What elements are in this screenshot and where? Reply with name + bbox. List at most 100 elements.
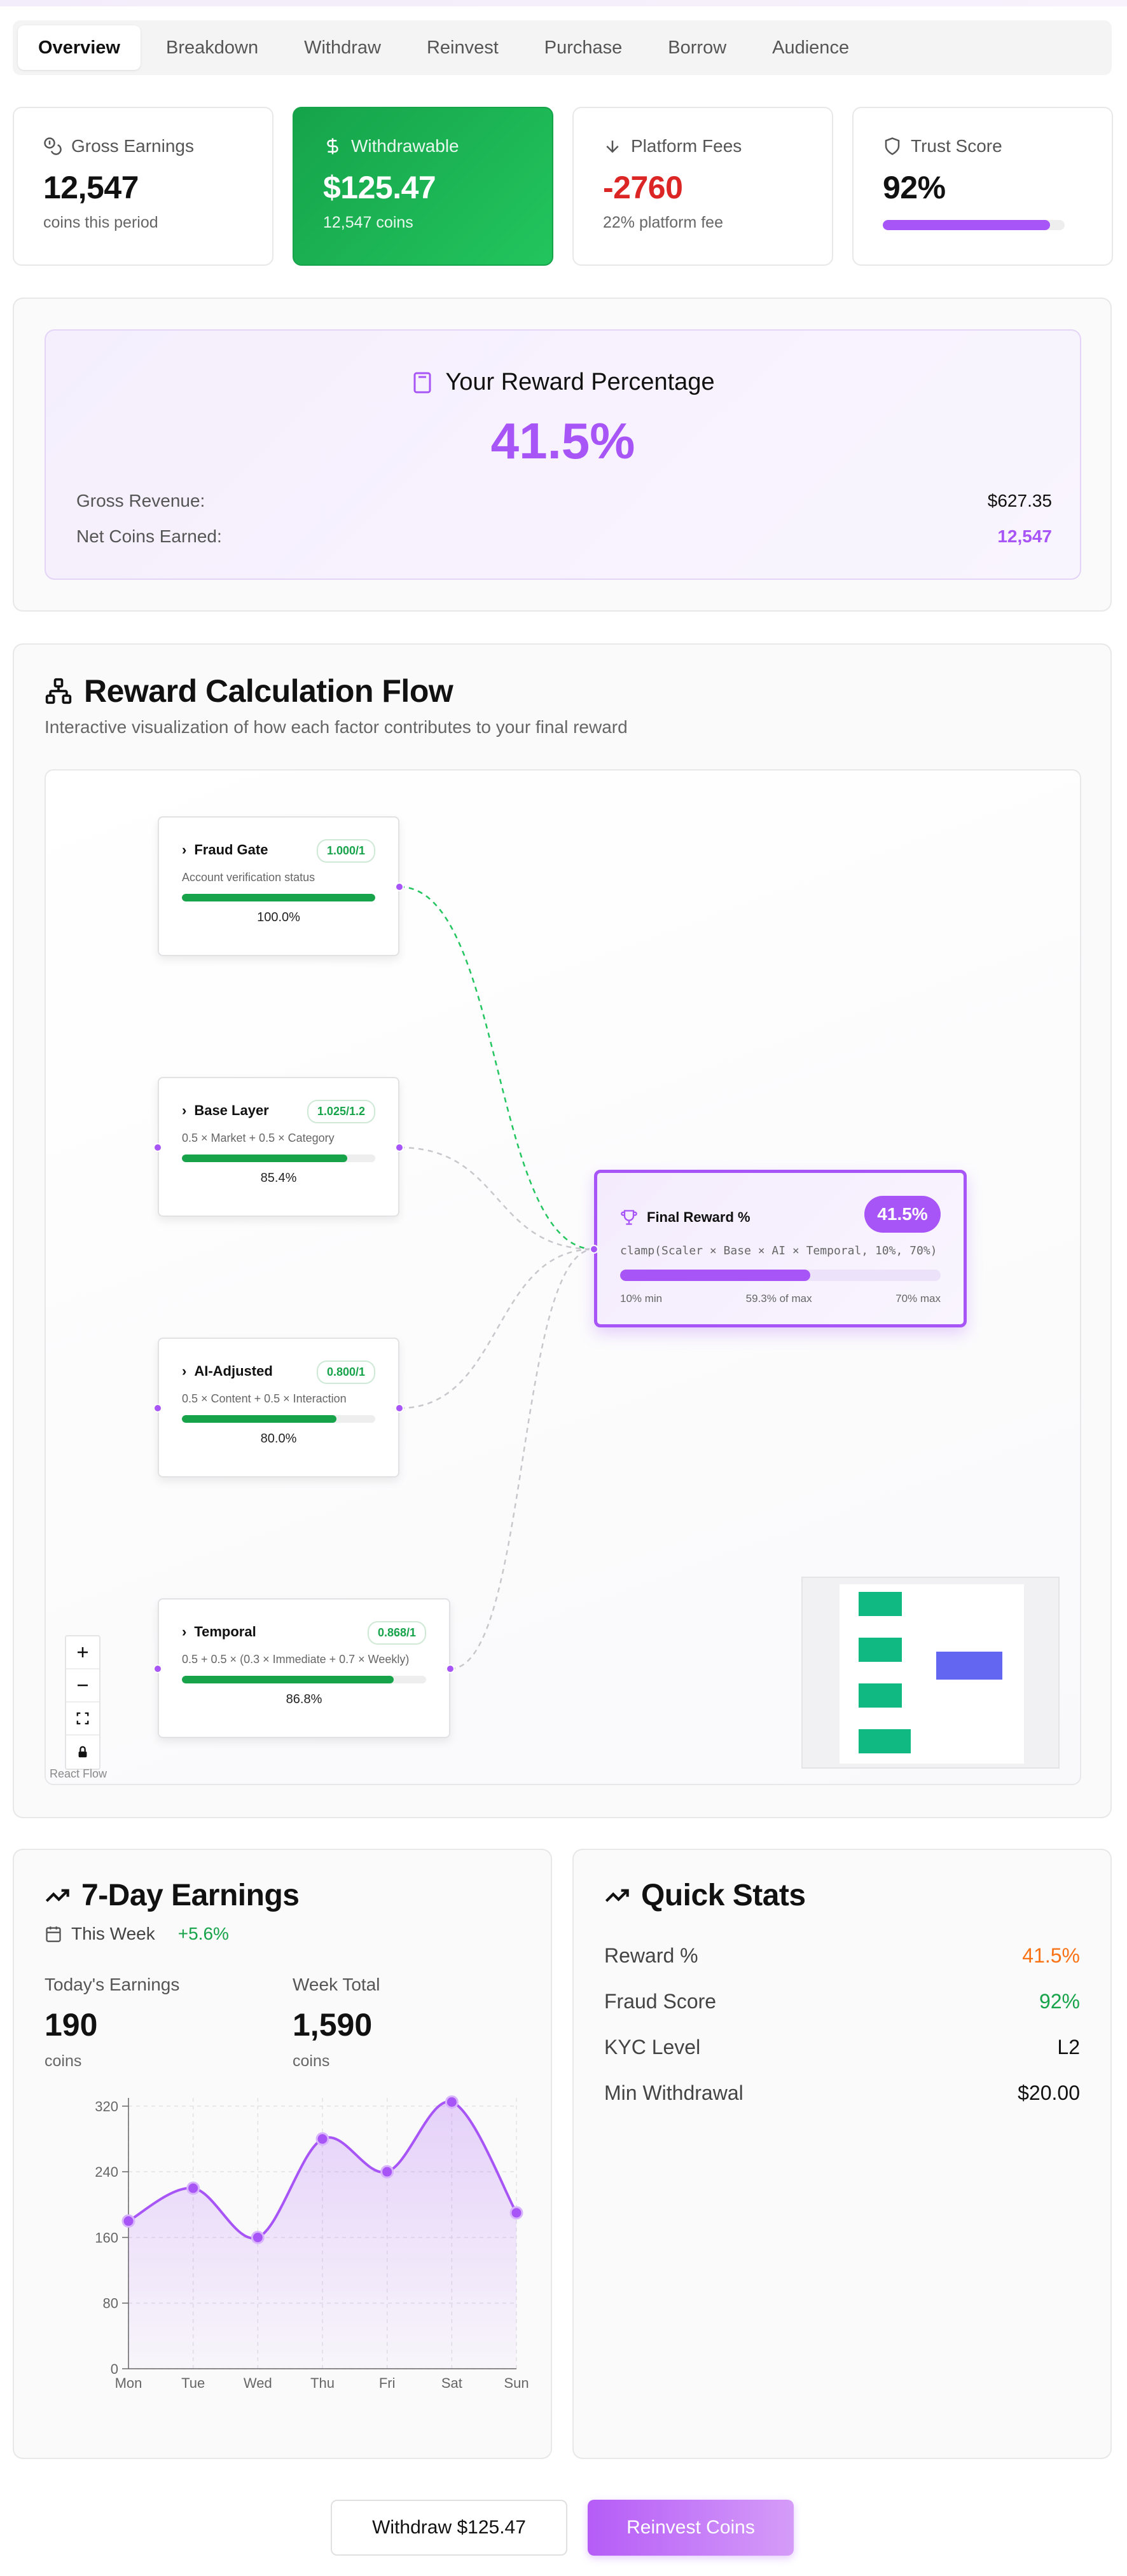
node-description: 0.5 × Market + 0.5 × Category xyxy=(182,1132,335,1144)
earnings-point xyxy=(121,2214,135,2228)
gross-revenue-label: Gross Revenue: xyxy=(76,491,205,510)
node-source-handle[interactable] xyxy=(446,1664,455,1673)
node-badge: 0.800/1 xyxy=(316,1360,375,1384)
shield-icon xyxy=(885,137,900,155)
quick-stat-value: 41.5% xyxy=(1022,1944,1080,1967)
flow-title: Reward Calculation Flow xyxy=(84,673,453,709)
minimap-node xyxy=(859,1592,902,1616)
node-final-reward[interactable]: Final Reward % 41.5% clamp(Scaler × Base… xyxy=(594,1170,967,1327)
y-tick-label: 160 xyxy=(95,2230,118,2245)
node-source-handle[interactable] xyxy=(395,1143,404,1152)
scale-min-label: 10% min xyxy=(620,1292,663,1305)
quick-stat-row: Reward % 41.5% xyxy=(604,1944,1080,1968)
calculator-icon xyxy=(413,372,431,393)
node-badge: 0.868/1 xyxy=(367,1621,426,1645)
fit-view-icon xyxy=(76,1712,89,1725)
today-earnings-value: 190 xyxy=(45,2007,98,2043)
earnings-point xyxy=(315,2132,329,2146)
withdraw-button[interactable]: Withdraw $125.47 xyxy=(331,2500,567,2556)
chevron-right-icon[interactable]: › xyxy=(182,842,187,858)
gross-earnings-label: Gross Earnings xyxy=(71,136,194,156)
earnings-title: 7-Day Earnings xyxy=(81,1879,300,1912)
tab-purchase[interactable]: Purchase xyxy=(544,37,623,58)
x-tick-label: Mon xyxy=(115,2375,142,2391)
period-label: This Week xyxy=(71,1924,155,1943)
platform-fees-label: Platform Fees xyxy=(631,136,742,156)
coins-icon xyxy=(44,137,62,155)
flow-subtitle: Interactive visualization of how each fa… xyxy=(45,717,628,737)
tab-audience[interactable]: Audience xyxy=(772,37,850,58)
quick-stat-row: Fraud Score 92% xyxy=(604,1990,1080,2013)
quick-stat-row: KYC Level L2 xyxy=(604,2036,1080,2059)
zoom-out-button[interactable] xyxy=(66,1669,99,1702)
node-progress-bar xyxy=(182,1415,375,1423)
earnings-point xyxy=(186,2181,200,2195)
chevron-right-icon[interactable]: › xyxy=(182,1102,187,1118)
node-target-handle[interactable] xyxy=(153,1664,162,1673)
node-progress-bar xyxy=(182,1676,426,1683)
trust-score-bar-fill xyxy=(883,220,1051,230)
node-title: Fraud Gate xyxy=(194,842,268,858)
quick-stat-value: L2 xyxy=(1057,2036,1080,2059)
node-ai-adjusted[interactable]: ›AI-Adjusted 0.800/1 0.5 × Content + 0.5… xyxy=(158,1338,399,1477)
arrow-down-icon xyxy=(606,140,619,153)
y-tick-label: 0 xyxy=(111,2361,118,2377)
node-target-handle[interactable] xyxy=(153,1143,162,1152)
trust-score-card: Trust Score 92% xyxy=(852,107,1113,266)
withdrawable-label: Withdrawable xyxy=(351,136,459,156)
node-source-handle[interactable] xyxy=(395,882,404,891)
node-source-handle[interactable] xyxy=(395,1404,404,1413)
quick-stat-value: $20.00 xyxy=(1018,2081,1080,2104)
flow-canvas[interactable]: ›Fraud Gate 1.000/1 Account verification… xyxy=(45,769,1081,1785)
node-target-handle[interactable] xyxy=(153,1404,162,1413)
node-description: Account verification status xyxy=(182,871,315,884)
gross-earnings-sub: coins this period xyxy=(43,214,158,231)
edge-fraud-gate xyxy=(399,886,595,1250)
chevron-right-icon[interactable]: › xyxy=(182,1624,187,1640)
earnings-area xyxy=(128,2101,516,2369)
react-flow-attribution[interactable]: React Flow xyxy=(50,1767,107,1780)
node-temporal[interactable]: ›Temporal 0.868/1 0.5 + 0.5 × (0.3 × Imm… xyxy=(158,1598,450,1738)
final-reward-badge: 41.5% xyxy=(864,1196,941,1233)
tab-withdraw[interactable]: Withdraw xyxy=(304,37,381,58)
week-total-value: 1,590 xyxy=(293,2007,373,2043)
node-fraud-gate[interactable]: ›Fraud Gate 1.000/1 Account verification… xyxy=(158,816,399,956)
node-percent: 86.8% xyxy=(286,1692,322,1706)
minimap-node xyxy=(859,1638,902,1662)
reward-percentage-box: Your Reward Percentage 41.5% Gross Reven… xyxy=(45,329,1081,580)
node-title: AI-Adjusted xyxy=(194,1363,273,1379)
reinvest-button[interactable]: Reinvest Coins xyxy=(588,2500,794,2556)
x-tick-label: Sun xyxy=(504,2375,529,2391)
node-title: Base Layer xyxy=(194,1102,269,1118)
node-base-layer[interactable]: ›Base Layer 1.025/1.2 0.5 × Market + 0.5… xyxy=(158,1077,399,1217)
tab-reinvest[interactable]: Reinvest xyxy=(426,37,499,58)
node-description: 0.5 + 0.5 × (0.3 × Immediate + 0.7 × Wee… xyxy=(182,1653,410,1666)
minimap-final-node xyxy=(936,1652,1002,1680)
reward-percentage-value: 41.5% xyxy=(490,413,635,469)
zoom-in-button[interactable] xyxy=(66,1636,99,1669)
final-target-handle[interactable] xyxy=(590,1245,598,1254)
quick-stat-label: KYC Level xyxy=(604,2036,701,2059)
scale-mid-label: 59.3% of max xyxy=(745,1292,812,1305)
chevron-right-icon[interactable]: › xyxy=(182,1363,187,1379)
lock-icon xyxy=(78,1746,87,1758)
tab-borrow[interactable]: Borrow xyxy=(668,37,727,58)
x-tick-label: Fri xyxy=(379,2375,396,2391)
plus-icon xyxy=(78,1647,88,1657)
minimap-svg xyxy=(840,1584,1024,1764)
lock-button[interactable] xyxy=(66,1736,99,1769)
flow-controls xyxy=(65,1635,100,1770)
quick-stat-row: Min Withdrawal $20.00 xyxy=(604,2081,1080,2105)
week-total-label: Week Total xyxy=(293,1975,380,1994)
fit-view-button[interactable] xyxy=(66,1702,99,1736)
flow-minimap[interactable] xyxy=(801,1577,1060,1769)
trending-up-icon xyxy=(605,1889,629,1902)
minimap-node xyxy=(859,1683,902,1708)
tab-overview[interactable]: Overview xyxy=(18,25,141,70)
quick-stat-label: Fraud Score xyxy=(604,1990,717,2013)
earnings-point xyxy=(251,2230,265,2244)
earnings-point xyxy=(380,2165,394,2179)
today-earnings-label: Today's Earnings xyxy=(45,1975,180,1994)
tab-breakdown[interactable]: Breakdown xyxy=(165,37,259,58)
